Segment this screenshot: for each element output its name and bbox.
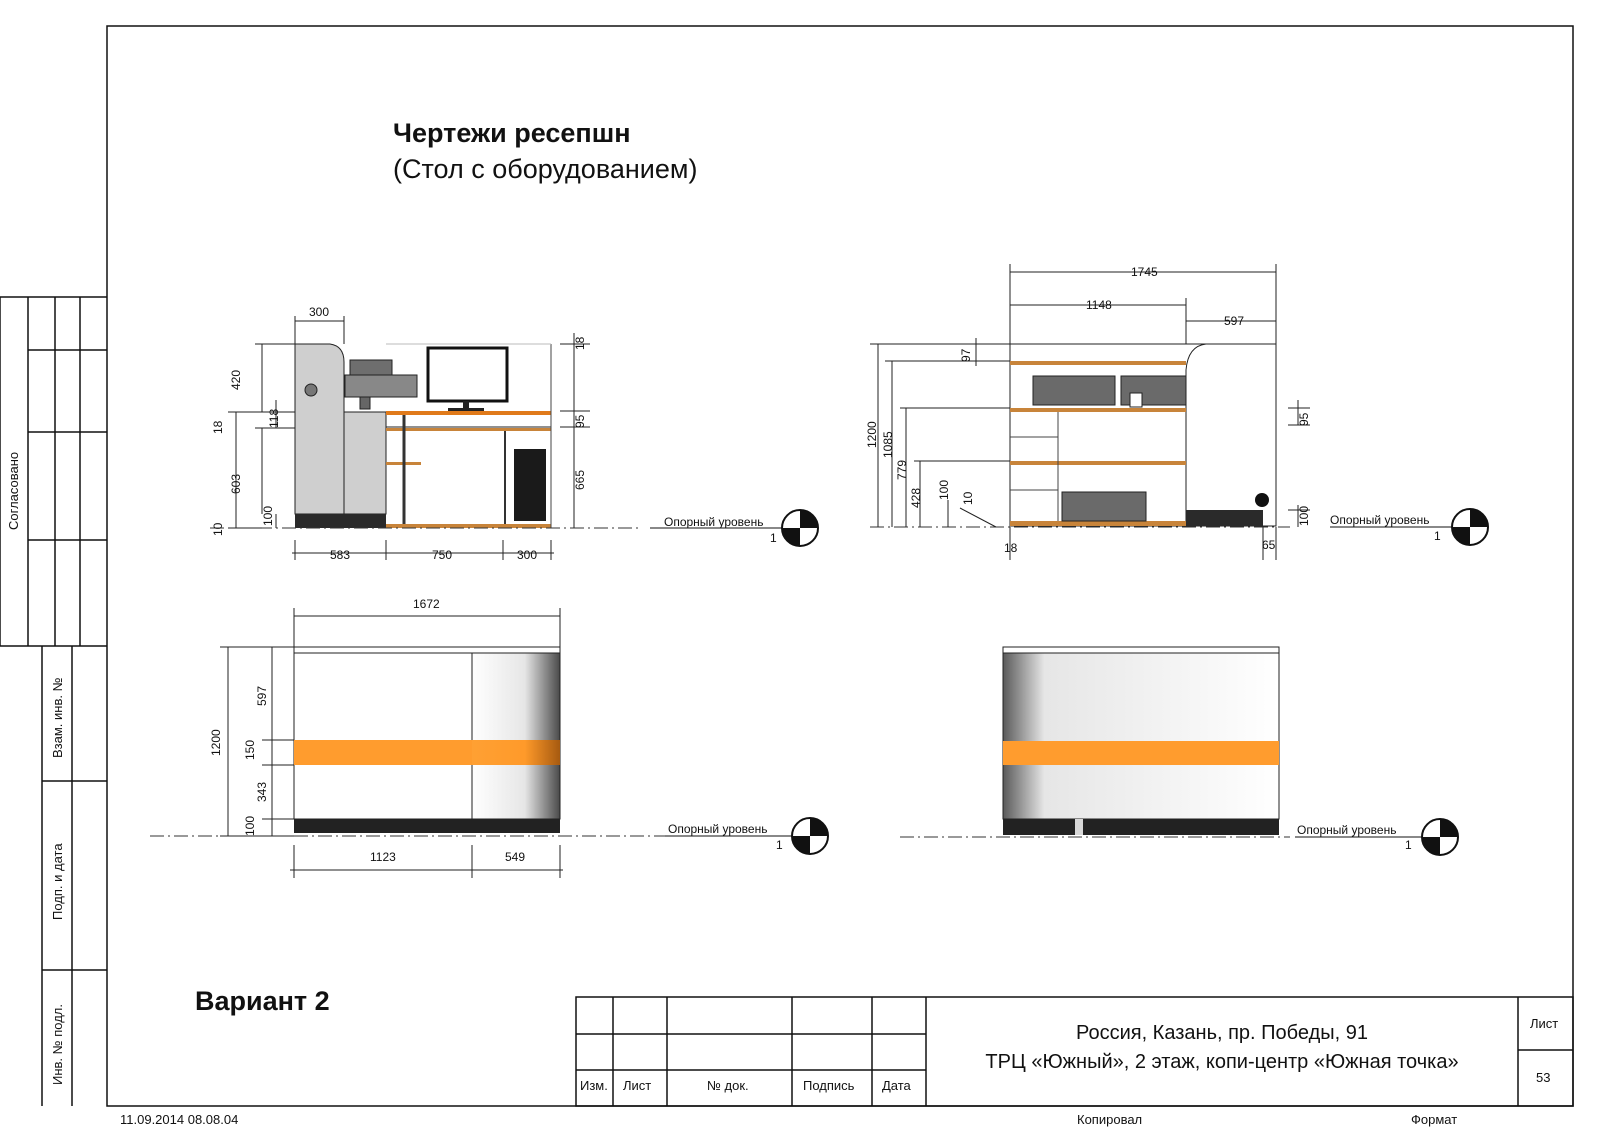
dim-label: 10	[211, 522, 225, 536]
dim-label: 420	[229, 370, 243, 390]
title-block	[575, 996, 1574, 1107]
level-marker-3	[665, 817, 829, 855]
dim-label: 597	[1224, 314, 1244, 328]
dim-label: 665	[573, 470, 587, 490]
dim-label: 300	[517, 548, 537, 562]
dim-label: 18	[211, 420, 225, 434]
dim-label: 118	[267, 409, 281, 428]
dim-label: 100	[261, 506, 275, 526]
dim-label: 1123	[370, 850, 396, 864]
level-label-4: Опорный уровень	[1297, 823, 1396, 837]
view1-section	[210, 316, 819, 560]
level-label-3: Опорный уровень	[668, 822, 767, 836]
level-number-3: 1	[776, 838, 783, 852]
dim-label: 97	[959, 348, 973, 362]
dim-label: 300	[309, 305, 329, 319]
footer-format: Формат	[1411, 1112, 1458, 1127]
level-marker-2	[1330, 508, 1489, 546]
level-marker-4	[1295, 818, 1459, 856]
dim-label: 18	[1004, 541, 1018, 555]
stamp-col-sheet: Лист	[623, 1078, 652, 1093]
dim-label: 1085	[881, 431, 895, 458]
dim-label: 597	[255, 686, 269, 706]
stamp-sheet-number: 53	[1536, 1070, 1551, 1085]
dim-label: 603	[229, 474, 243, 494]
view2-section	[870, 264, 1489, 560]
level-number-2: 1	[1434, 529, 1441, 543]
variant-label: Вариант 2	[195, 986, 330, 1016]
dim-label: 1745	[1131, 265, 1158, 279]
view4-elevation	[900, 646, 1459, 856]
dim-label: 10	[961, 491, 975, 505]
dim-label: 150	[243, 740, 257, 760]
level-label-1: Опорный уровень	[664, 515, 763, 529]
footer-datetime: 11.09.2014 08.08.04	[120, 1112, 239, 1127]
level-marker-1	[650, 509, 819, 547]
level-number-1: 1	[770, 531, 777, 545]
dim-label: 100	[243, 816, 257, 836]
dim-label: 583	[330, 548, 350, 562]
dim-label: 100	[937, 480, 951, 500]
dim-label: 95	[1297, 412, 1311, 426]
dim-label: 1672	[413, 597, 440, 611]
stamp-address-line1: Россия, Казань, пр. Победы, 91	[1075, 1022, 1368, 1044]
dim-label: 779	[895, 460, 909, 480]
page-title: Чертежи ресепшн	[393, 118, 631, 148]
dim-label: 100	[1297, 506, 1311, 526]
dim-label: 428	[909, 488, 923, 508]
dim-label: 549	[505, 850, 525, 864]
stamp-col-doc: № док.	[707, 1078, 749, 1093]
footer-copied: Копировал	[1077, 1112, 1143, 1127]
page-subtitle: (Стол с оборудованием)	[393, 154, 698, 184]
stamp-col-change: Изм.	[580, 1078, 608, 1093]
view3-elevation	[150, 608, 829, 878]
stamp-address-line2: ТРЦ «Южный», 2 этаж, копи-центр «Южная т…	[985, 1051, 1459, 1073]
dim-label: 18	[573, 336, 587, 350]
stamp-col-date: Дата	[882, 1078, 911, 1093]
dim-label: 65	[1262, 538, 1276, 552]
dim-label: 343	[255, 782, 269, 802]
dim-label: 1200	[865, 421, 879, 448]
dim-label: 1148	[1086, 298, 1112, 312]
dim-label: 750	[432, 548, 452, 562]
level-label-2: Опорный уровень	[1330, 513, 1429, 527]
level-number-4: 1	[1405, 838, 1412, 852]
dim-label: 1200	[209, 729, 223, 756]
dim-label: 95	[573, 414, 587, 428]
stamp-col-sign: Подпись	[803, 1078, 855, 1093]
stamp-sheet-label: Лист	[1530, 1016, 1559, 1031]
